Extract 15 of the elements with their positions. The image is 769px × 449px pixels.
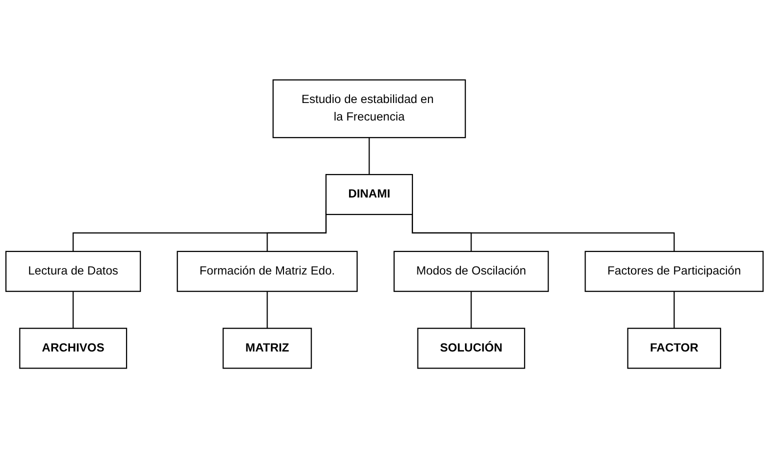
node-box: DINAMI <box>325 174 413 216</box>
connector <box>674 292 675 330</box>
node-box: Lectura de Datos <box>5 251 141 292</box>
connector <box>72 292 74 330</box>
node-box: Formación de Matriz Edo. <box>176 251 358 292</box>
node-box: ARCHIVOS <box>19 328 128 370</box>
node-box: MATRIZ <box>222 328 312 370</box>
node-box: FACTOR <box>627 328 722 370</box>
node-box: Modos de Oscilación <box>394 251 549 292</box>
node-box: SOLUCIÓN <box>417 328 526 370</box>
node-box: Estudio de estabilidad en la Frecuencia <box>272 80 466 139</box>
connector <box>470 292 472 330</box>
node-box: Factores de Participación <box>584 251 764 292</box>
connector <box>368 138 370 176</box>
connector <box>266 292 268 330</box>
